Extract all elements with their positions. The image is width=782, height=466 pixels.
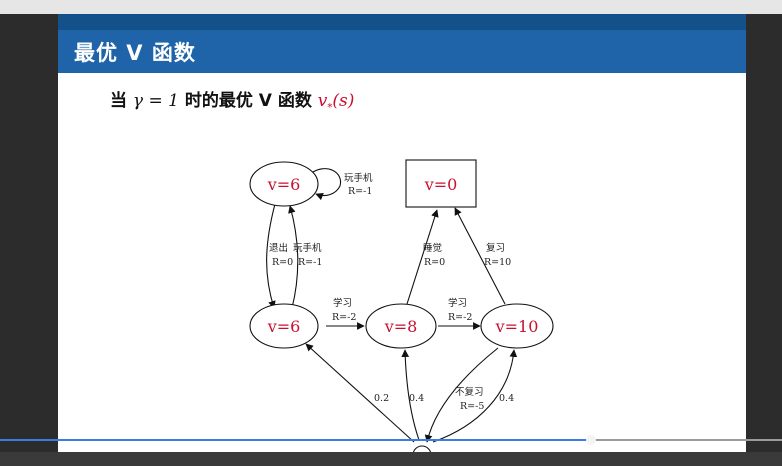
label-play-reward: R=-1 [298, 257, 322, 268]
label-p-class2: 0.4 [409, 393, 424, 404]
label-study1-reward: R=-2 [332, 312, 356, 323]
edge-chance-to-class3 [432, 349, 518, 443]
label-study2-action: 学习 [448, 297, 467, 309]
label-sleep-action: 睡觉 [423, 242, 442, 254]
progress-fill [0, 439, 592, 441]
edge-chance-to-class1 [305, 343, 415, 443]
node-sleep [405, 159, 477, 208]
player-control-bar[interactable] [0, 452, 782, 466]
gamma-expression: γ = 1 [132, 91, 179, 111]
label-review-action: 复习 [486, 242, 505, 254]
label-review-reward: R=10 [484, 257, 511, 268]
edge-review [454, 207, 506, 305]
edge-play [288, 205, 299, 309]
slide-header: 最优 V 函数 [58, 30, 746, 73]
edge-chance-to-class2 [401, 349, 420, 441]
node-class2 [365, 303, 437, 349]
node-class2-label: v=8 [384, 317, 418, 336]
progress-thumb[interactable] [586, 435, 597, 445]
label-p-class3: 0.4 [499, 393, 514, 404]
label-self-loop-reward: R=-1 [348, 186, 372, 197]
edge-sleep [406, 209, 439, 305]
node-class3 [480, 303, 554, 349]
slide: 最优 V 函数 当 γ = 1 时的最优 V 函数 v*(s) v=6 v=6 … [58, 14, 746, 452]
label-quit-action: 退出 [269, 242, 288, 254]
label-play-action: 玩手机 [293, 242, 322, 254]
node-class1-label: v=6 [267, 317, 301, 336]
node-phone [249, 161, 319, 207]
label-study1-action: 学习 [333, 297, 352, 309]
label-not-review-action: 不复习 [455, 386, 484, 398]
subtitle-prefix: 当 [110, 91, 133, 111]
left-letterbox [0, 14, 58, 466]
slide-subtitle: 当 γ = 1 时的最优 V 函数 v*(s) [110, 86, 354, 113]
label-self-loop-action: 玩手机 [344, 172, 373, 184]
edge-self-loop [309, 168, 342, 201]
node-class1 [249, 303, 319, 349]
label-sleep-reward: R=0 [424, 257, 445, 268]
edge-quit [266, 203, 276, 309]
slide-header-strip [58, 14, 746, 30]
node-chance [412, 445, 432, 452]
browser-top-strip [0, 0, 782, 14]
vstar-symbol: v*(s) [317, 91, 355, 114]
subtitle-middle: 时的最优 V 函数 [178, 91, 318, 111]
label-quit-reward: R=0 [272, 257, 293, 268]
label-p-class1: 0.2 [374, 393, 389, 404]
node-class3-label: v=10 [495, 317, 539, 336]
slide-title: 最优 V 函数 [74, 41, 196, 65]
node-phone-label: v=6 [267, 175, 301, 194]
mdp-diagram: v=6 v=6 v=8 v=10 v=0 玩手机 R=-1 退出 R=0 玩手机… [249, 159, 554, 452]
node-sleep-label: v=0 [424, 175, 458, 194]
label-not-review-reward: R=-5 [460, 401, 484, 412]
right-letterbox [746, 14, 782, 466]
edge-not-review [424, 347, 499, 443]
label-study2-reward: R=-2 [448, 312, 472, 323]
